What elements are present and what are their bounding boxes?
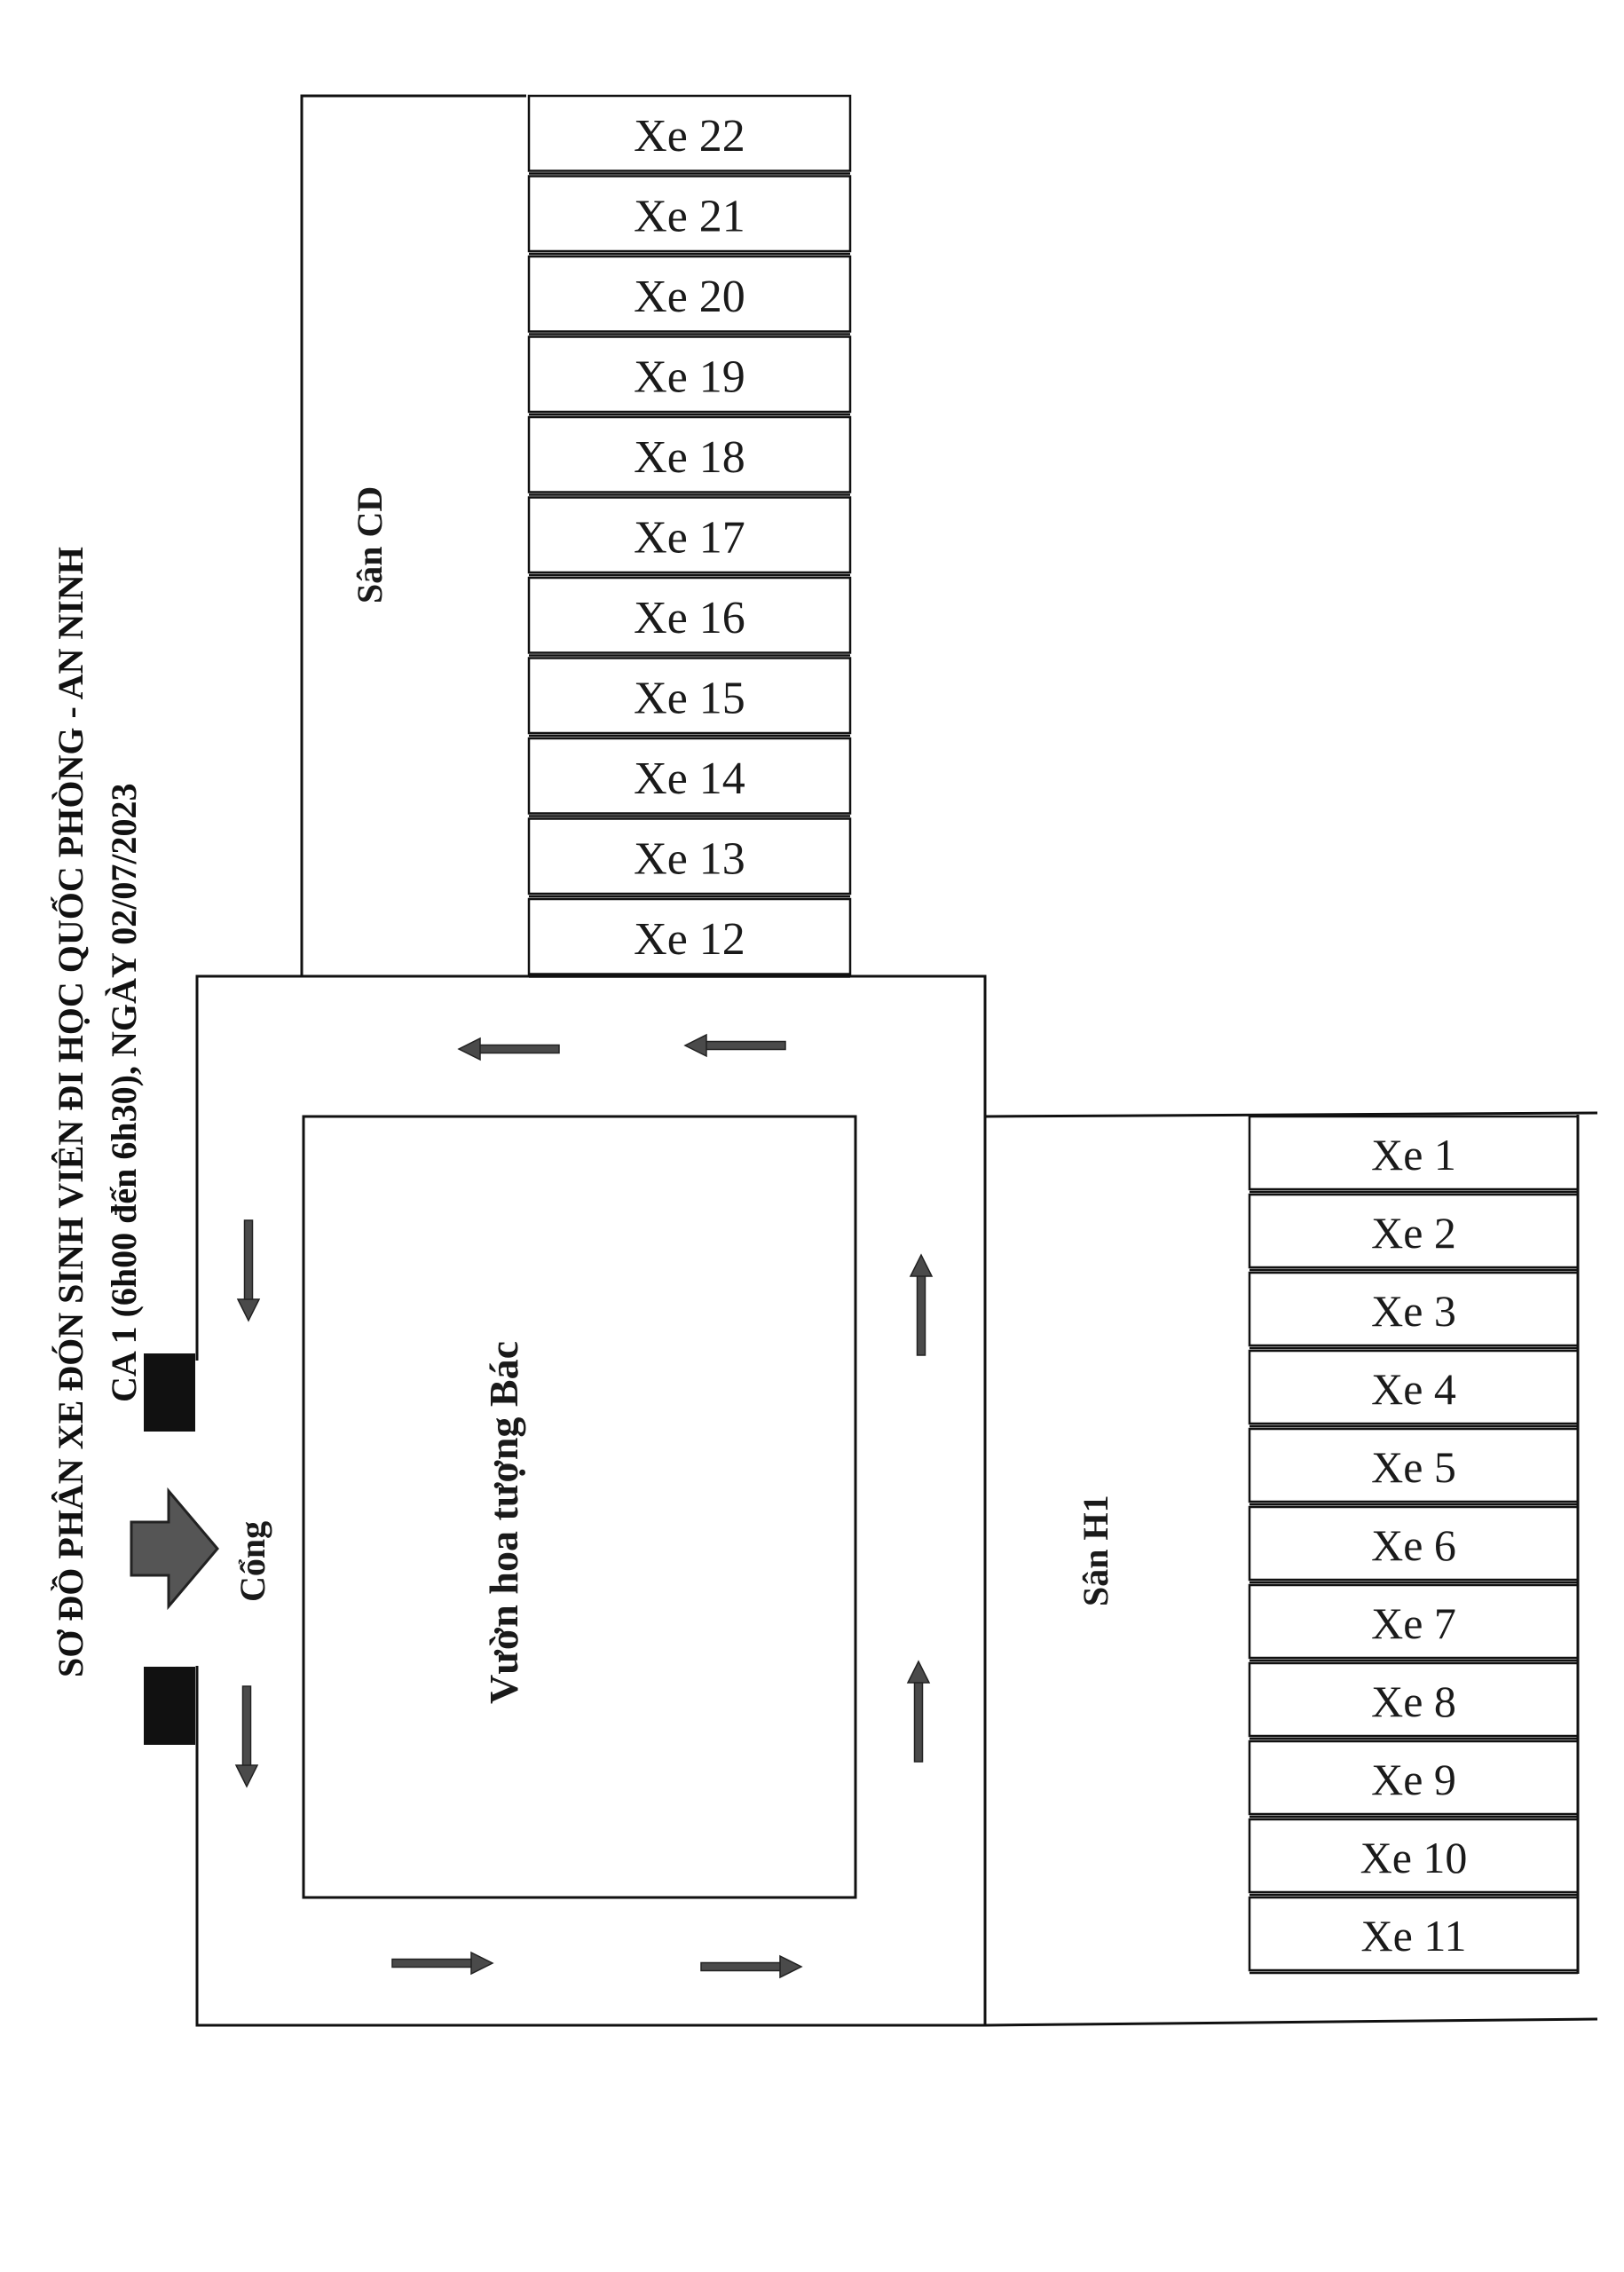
san-h1-bottom-line <box>984 2017 1598 2027</box>
bus-bay-label: Xe 6 <box>1371 1520 1456 1570</box>
bus-bay-label: Xe 8 <box>1371 1676 1456 1726</box>
title-line-2: CA 1 (6h00 đến 6h30), NGÀY 02/07/2023 <box>104 784 144 1402</box>
bus-bay: Xe 12 <box>527 897 852 978</box>
bus-bay: Xe 8 <box>1248 1661 1580 1740</box>
traffic-arrow-left-icon <box>683 1033 786 1058</box>
traffic-arrow-down-icon <box>236 1219 261 1322</box>
bus-bay-box <box>1248 1583 1580 1660</box>
bus-bay-label: Xe 14 <box>634 753 745 804</box>
bus-bay: Xe 1 <box>1248 1115 1580 1194</box>
san-h1-top-line <box>984 1111 1598 1118</box>
bus-bay-box <box>1248 1115 1580 1191</box>
traffic-arrow-up-icon <box>909 1253 934 1356</box>
bus-bay: Xe 2 <box>1248 1193 1580 1272</box>
roundabout-road <box>195 974 987 2027</box>
gate-post-bottom <box>144 1667 195 1745</box>
bus-bay-box <box>1248 1896 1580 1972</box>
bus-bay-box <box>527 897 852 975</box>
san-cd-outline <box>300 94 526 976</box>
bus-bay-box <box>527 737 852 815</box>
traffic-arrows <box>234 1033 934 1979</box>
gate-post-top <box>144 1353 195 1432</box>
bus-bay: Xe 20 <box>527 255 852 335</box>
bus-bay-box <box>527 255 852 333</box>
bus-bay-label: Xe 20 <box>634 272 745 322</box>
san-h1-area: Sân H1 <box>984 1111 1598 2027</box>
san-cd-label: Sân CD <box>350 486 390 604</box>
bus-bay-label: Xe 16 <box>634 593 745 643</box>
bus-bay: Xe 9 <box>1248 1740 1580 1818</box>
bays-right: Xe 1 Xe 2 Xe 3 Xe 4 Xe 5 Xe 6 Xe 7 Xe 8 Xe 9 Xe 1… <box>1248 1115 1580 1975</box>
bus-bay-box <box>1248 1193 1580 1269</box>
garden-border <box>302 1115 857 1899</box>
bus-bay: Xe 21 <box>527 175 852 256</box>
bus-bay-label: Xe 9 <box>1371 1755 1456 1804</box>
bus-bay-label: Xe 1 <box>1371 1130 1456 1179</box>
bus-bay: Xe 22 <box>527 94 852 175</box>
bus-bay-label: Xe 18 <box>634 432 745 483</box>
bus-bay: Xe 7 <box>1248 1583 1580 1662</box>
bus-bay-label: Xe 2 <box>1371 1208 1456 1258</box>
garden-label: Vườn hoa tượng Bác <box>481 1341 526 1704</box>
bus-bay-box <box>1248 1740 1580 1816</box>
gate-label: Cổng <box>233 1521 272 1602</box>
gate: Cổng <box>130 1353 272 1745</box>
bus-bay-label: Xe 11 <box>1361 1911 1467 1960</box>
bus-bay-label: Xe 19 <box>634 351 745 402</box>
bus-bay: Xe 15 <box>527 657 852 738</box>
bus-bay-label: Xe 12 <box>634 914 745 965</box>
bus-bay-box <box>527 415 852 493</box>
bus-bay-box <box>1248 1818 1580 1894</box>
diagram-title: SƠ ĐỒ PHÂN XE ĐÓN SINH VIÊN ĐI HỌC QUỐC … <box>50 547 144 1677</box>
bus-bay-label: Xe 22 <box>634 111 745 162</box>
bus-bay: Xe 18 <box>527 415 852 496</box>
bus-bay: Xe 19 <box>527 335 852 416</box>
traffic-arrow-left-icon <box>457 1037 560 1061</box>
san-cd-area: Sân CD <box>300 94 526 976</box>
bus-bay-box <box>527 657 852 735</box>
san-h1-label: Sân H1 <box>1076 1495 1116 1606</box>
bus-bay: Xe 13 <box>527 817 852 898</box>
bus-bay-box <box>527 175 852 253</box>
bus-bay-box <box>527 335 852 414</box>
bus-bay-box <box>1248 1661 1580 1738</box>
traffic-arrow-right-icon <box>391 1951 494 1976</box>
bus-bay: Xe 16 <box>527 576 852 657</box>
bus-bay-label: Xe 21 <box>634 191 745 241</box>
traffic-arrow-down-icon <box>234 1685 259 1788</box>
bays-top: Xe 22 Xe 21 Xe 20 Xe 19 Xe 18 Xe 17 Xe 16 Xe 15… <box>527 94 852 978</box>
bus-bay-label: Xe 13 <box>634 833 745 884</box>
gate-entry-arrow-icon <box>130 1487 219 1611</box>
bus-bay: Xe 3 <box>1248 1271 1580 1350</box>
bus-bay: Xe 17 <box>527 496 852 577</box>
bus-bay-box <box>527 94 852 172</box>
bus-bay: Xe 5 <box>1248 1427 1580 1506</box>
bus-bay-label: Xe 17 <box>634 512 745 563</box>
traffic-arrow-up-icon <box>906 1660 931 1763</box>
road-outer-border <box>195 974 987 2027</box>
bus-bay-box <box>1248 1349 1580 1425</box>
title-line-1: SƠ ĐỒ PHÂN XE ĐÓN SINH VIÊN ĐI HỌC QUỐC … <box>50 547 91 1677</box>
bus-bay: Xe 14 <box>527 737 852 817</box>
bus-bay: Xe 11 <box>1248 1896 1580 1975</box>
bus-bay-label: Xe 4 <box>1371 1364 1456 1414</box>
bus-bay-box <box>527 576 852 654</box>
bus-bay-label: Xe 15 <box>634 673 745 723</box>
bus-bay: Xe 6 <box>1248 1505 1580 1584</box>
bus-bay-box <box>527 817 852 895</box>
bus-bay-label: Xe 7 <box>1371 1598 1456 1648</box>
traffic-arrow-right-icon <box>700 1954 803 1979</box>
bus-bay-label: Xe 5 <box>1371 1442 1456 1492</box>
bus-bay-box <box>527 496 852 574</box>
bus-bay: Xe 4 <box>1248 1349 1580 1428</box>
bus-bay: Xe 10 <box>1248 1818 1580 1897</box>
bus-bay-label: Xe 10 <box>1360 1833 1468 1882</box>
bus-bay-label: Xe 3 <box>1371 1286 1456 1336</box>
bus-bay-box <box>1248 1271 1580 1347</box>
